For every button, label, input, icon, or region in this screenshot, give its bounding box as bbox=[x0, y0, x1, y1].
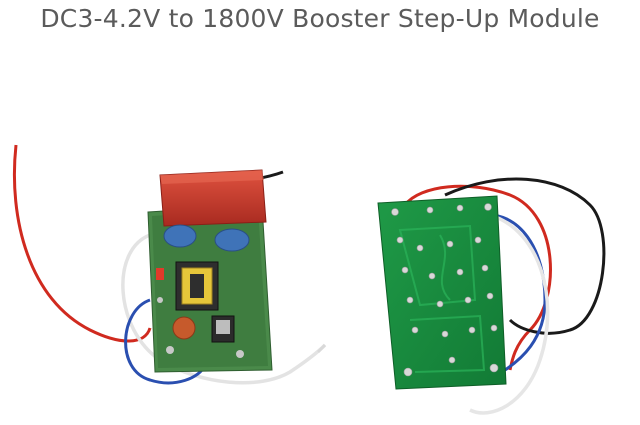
white-wire-left bbox=[121, 233, 327, 385]
module-front-view bbox=[12, 144, 327, 385]
film-capacitor bbox=[159, 169, 267, 227]
blue-wire-right bbox=[479, 213, 547, 372]
black-wire-right bbox=[444, 177, 606, 335]
orange-capacitor bbox=[172, 316, 196, 340]
module-back-view bbox=[377, 177, 606, 415]
red-wire-left bbox=[12, 144, 152, 343]
white-wire-right bbox=[469, 213, 550, 415]
blue-capacitor-2 bbox=[214, 228, 250, 252]
product-title: DC3-4.2V to 1800V Booster Step-Up Module bbox=[40, 4, 600, 33]
led bbox=[156, 268, 164, 280]
pcb-board-back bbox=[377, 195, 507, 390]
blue-capacitor-1 bbox=[163, 224, 197, 248]
red-wire-right bbox=[403, 184, 552, 371]
blue-wire-left bbox=[124, 298, 207, 385]
